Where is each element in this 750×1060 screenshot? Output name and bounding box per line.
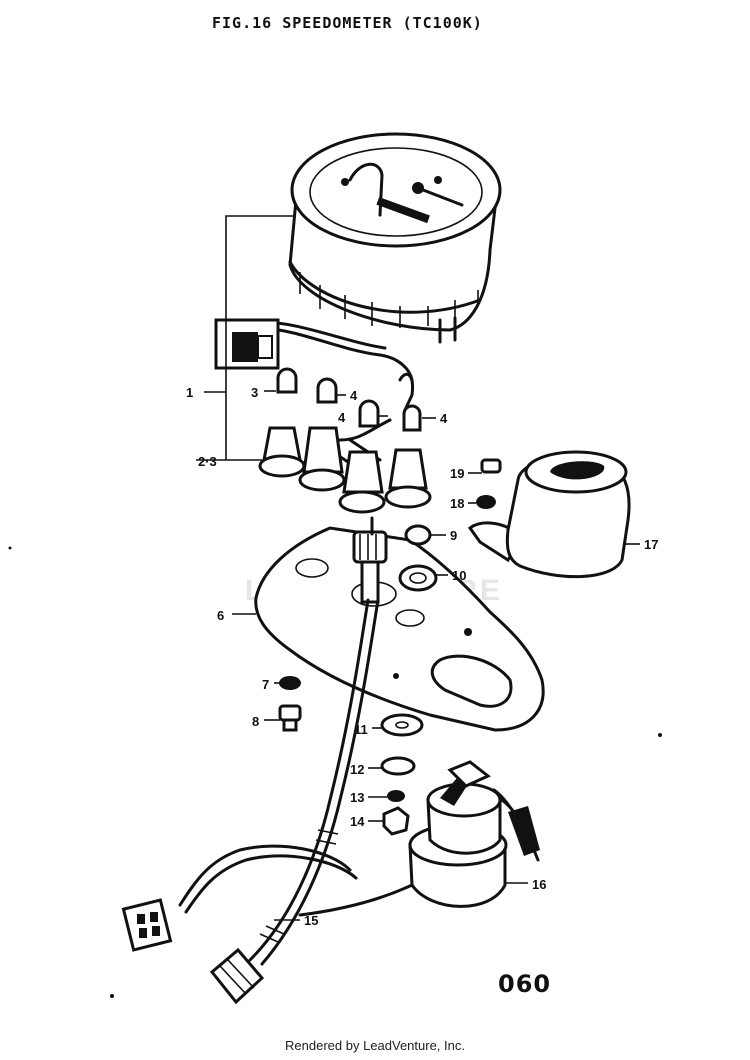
cable-drive-fitting xyxy=(352,516,388,604)
callout-8: 8 xyxy=(252,714,259,729)
speedometer-head xyxy=(288,132,502,344)
callout-19: 19 xyxy=(450,466,464,481)
figure-title: FIG.16 SPEEDOMETER (TC100K) xyxy=(212,14,483,32)
callout-16: 16 xyxy=(532,877,546,892)
speedometer-cable xyxy=(209,598,380,1005)
callout-18: 18 xyxy=(450,496,464,511)
switch-cover xyxy=(467,450,631,579)
callout-14: 14 xyxy=(350,814,365,829)
callout-9: 9 xyxy=(450,528,457,543)
speck xyxy=(8,546,12,550)
callout-1: 1 xyxy=(186,385,193,400)
callout-4b: 4 xyxy=(338,410,346,425)
screw-and-washer-upper xyxy=(476,458,502,509)
callout-2-3: 2·3 xyxy=(198,454,217,469)
meter-bracket-plate xyxy=(254,526,545,732)
screw-and-washer-lower xyxy=(278,676,302,732)
callout-6: 6 xyxy=(217,608,224,623)
callout-11: 11 xyxy=(354,722,368,737)
leader-bracket xyxy=(196,215,296,461)
grommet-parts xyxy=(398,524,438,592)
switch-wire-harness xyxy=(121,844,358,952)
footer-credit: Rendered by LeadVenture, Inc. xyxy=(285,1038,465,1053)
callout-13: 13 xyxy=(350,790,364,805)
washers-and-nut xyxy=(380,713,424,836)
callout-15: 15 xyxy=(304,913,318,928)
page-number: 060 xyxy=(498,970,552,998)
callout-17: 17 xyxy=(644,537,658,552)
ignition-switch xyxy=(298,760,540,917)
callout-4c: 4 xyxy=(440,411,448,426)
speck xyxy=(658,733,662,737)
callout-7: 7 xyxy=(262,677,269,692)
leader-lines xyxy=(232,390,640,921)
callout-12: 12 xyxy=(350,762,364,777)
lamp-sockets xyxy=(258,426,432,514)
callout-10: 10 xyxy=(452,568,466,583)
callout-4a: 4 xyxy=(350,388,358,403)
callout-3: 3 xyxy=(251,385,258,400)
lamp-bulbs xyxy=(276,367,422,432)
speck xyxy=(110,994,114,998)
